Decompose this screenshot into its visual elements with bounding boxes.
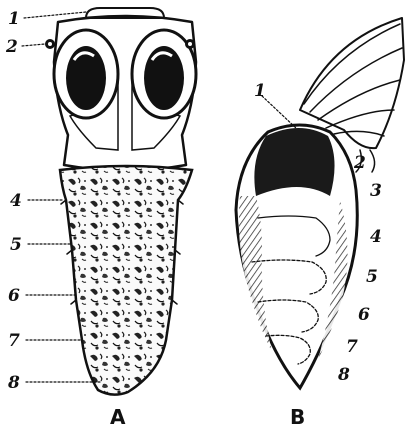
b-label-5: 5	[366, 267, 378, 287]
figure-a-caption: A	[110, 405, 126, 429]
figure-b-caption: B	[290, 405, 305, 429]
a-label-2: 2	[5, 37, 18, 57]
a-label-4: 4	[10, 191, 22, 211]
b-label-6: 6	[358, 305, 370, 325]
figure-b-drawing	[236, 18, 404, 388]
b-label-3: 3	[370, 181, 382, 201]
a-label-6: 6	[8, 286, 20, 306]
b-label-1: 1	[254, 81, 266, 101]
b-label-4: 4	[370, 227, 382, 247]
figure-a-drawing	[22, 8, 196, 395]
a-label-7: 7	[8, 331, 20, 351]
a-label-1: 1	[8, 9, 20, 29]
b-label-8: 8	[337, 365, 350, 385]
a-label-5: 5	[10, 235, 22, 255]
a-label-8: 8	[7, 373, 20, 393]
b-label-2: 2	[353, 153, 366, 173]
a-abdomen	[60, 166, 192, 395]
b-label-7: 7	[346, 337, 358, 357]
b-thorax-shading	[254, 128, 334, 196]
